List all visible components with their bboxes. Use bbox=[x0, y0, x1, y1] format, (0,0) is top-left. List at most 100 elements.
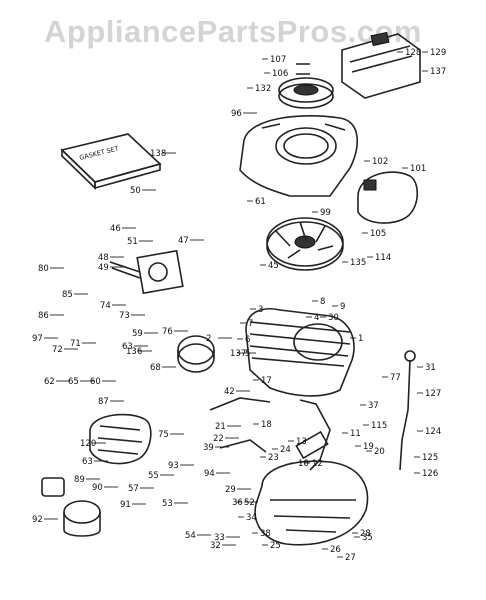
part-callout-136: 136 bbox=[126, 347, 142, 357]
muffler-shield-assembly bbox=[341, 31, 421, 99]
part-callout-32: 32 bbox=[210, 541, 221, 551]
part-callout-7: 7 bbox=[248, 319, 253, 329]
part-callout-120: 120 bbox=[80, 439, 96, 449]
engine-block bbox=[245, 308, 355, 397]
part-callout-34: 34 bbox=[246, 513, 257, 523]
part-callout-72: 72 bbox=[52, 345, 63, 355]
part-callout-24: 24 bbox=[280, 445, 291, 455]
part-callout-75: 75 bbox=[158, 430, 169, 440]
part-callout-19: 19 bbox=[363, 442, 374, 452]
part-callout-63: 63 bbox=[82, 457, 93, 467]
part-callout-85: 85 bbox=[62, 290, 73, 300]
part-callout-53: 53 bbox=[162, 499, 173, 509]
part-callout-9: 9 bbox=[340, 302, 345, 312]
governor-linkage bbox=[209, 397, 271, 453]
part-callout-35: 35 bbox=[362, 533, 373, 543]
part-callout-45: 45 bbox=[268, 261, 279, 271]
part-callout-107: 107 bbox=[270, 55, 286, 65]
part-callout-49: 49 bbox=[98, 263, 109, 273]
part-callout-3: 3 bbox=[258, 305, 263, 315]
part-callout-99: 99 bbox=[320, 208, 331, 218]
air-filter-cover bbox=[357, 171, 419, 224]
part-callout-29: 29 bbox=[225, 485, 236, 495]
gasket-set-label: GASKET SET bbox=[79, 144, 120, 161]
part-callout-124: 124 bbox=[425, 427, 441, 437]
part-callout-11: 11 bbox=[350, 429, 361, 439]
part-callout-2: 2 bbox=[206, 334, 211, 344]
part-callout-30: 30 bbox=[328, 313, 339, 323]
part-callout-105: 105 bbox=[370, 229, 386, 239]
part-callout-93: 93 bbox=[168, 461, 179, 471]
part-callout-33: 33 bbox=[214, 533, 225, 543]
part-callout-65: 65 bbox=[68, 377, 79, 387]
leader-lines bbox=[44, 51, 428, 558]
part-callout-12: 12 bbox=[312, 459, 323, 469]
part-callout-77: 77 bbox=[390, 373, 401, 383]
part-callout-125: 125 bbox=[422, 453, 438, 463]
part-callout-46: 46 bbox=[110, 224, 121, 234]
part-callout-73: 73 bbox=[119, 311, 130, 321]
part-callout-42: 42 bbox=[224, 387, 235, 397]
part-callout-97: 97 bbox=[32, 334, 43, 344]
part-callout-26: 26 bbox=[330, 545, 341, 555]
air-cleaner-element bbox=[89, 413, 152, 465]
part-callout-1: 1 bbox=[358, 334, 363, 344]
part-callout-31: 31 bbox=[425, 363, 436, 373]
part-callout-37: 37 bbox=[368, 401, 379, 411]
part-callout-126: 126 bbox=[422, 469, 438, 479]
part-callout-36: 36 bbox=[232, 498, 243, 508]
part-callout-51: 51 bbox=[127, 237, 138, 247]
part-callout-106: 106 bbox=[272, 69, 288, 79]
part-callout-102: 102 bbox=[372, 157, 388, 167]
part-callout-76: 76 bbox=[162, 327, 173, 337]
part-callout-47: 47 bbox=[178, 236, 189, 246]
part-callout-138: 138 bbox=[150, 149, 166, 159]
part-callout-96: 96 bbox=[231, 109, 242, 119]
part-callout-68: 68 bbox=[150, 363, 161, 373]
part-callout-57: 57 bbox=[128, 484, 139, 494]
part-callout-114: 114 bbox=[375, 253, 391, 263]
part-callout-52: 52 bbox=[244, 498, 255, 508]
part-callout-17: 17 bbox=[261, 376, 272, 386]
part-callout-27: 27 bbox=[345, 553, 356, 563]
part-callout-89: 89 bbox=[74, 475, 85, 485]
bracket bbox=[41, 477, 65, 497]
part-callout-80: 80 bbox=[38, 264, 49, 274]
part-callout-54: 54 bbox=[185, 531, 196, 541]
part-callout-61: 61 bbox=[255, 197, 266, 207]
part-callout-63: 63 bbox=[122, 342, 133, 352]
part-callout-4: 4 bbox=[314, 313, 319, 323]
carburetor bbox=[109, 249, 184, 295]
flywheel bbox=[266, 217, 344, 271]
part-callout-132: 132 bbox=[255, 84, 271, 94]
part-callout-129: 129 bbox=[430, 48, 446, 58]
watermark-text: AppliancePartsPros.com bbox=[44, 14, 422, 49]
part-callout-10: 10 bbox=[298, 459, 309, 469]
part-callout-39: 39 bbox=[203, 443, 214, 453]
part-callout-101: 101 bbox=[410, 164, 426, 174]
part-callout-59: 59 bbox=[132, 329, 143, 339]
part-callout-22: 22 bbox=[213, 434, 224, 444]
dipstick-tube bbox=[399, 350, 416, 471]
muffler bbox=[63, 500, 101, 537]
part-callout-115: 115 bbox=[371, 421, 387, 431]
part-callout-38: 38 bbox=[260, 529, 271, 539]
crankshaft bbox=[295, 399, 331, 471]
part-callout-94: 94 bbox=[204, 469, 215, 479]
gasket-set-package: GASKET SET bbox=[60, 133, 162, 190]
part-callout-71: 71 bbox=[70, 339, 81, 349]
part-callout-23: 23 bbox=[268, 453, 279, 463]
part-callout-137: 137 bbox=[430, 67, 446, 77]
part-callout-135: 135 bbox=[350, 258, 366, 268]
part-callout-86: 86 bbox=[38, 311, 49, 321]
part-callout-62: 62 bbox=[44, 377, 55, 387]
part-callout-91: 91 bbox=[120, 500, 131, 510]
part-callout-137: 137 bbox=[230, 349, 246, 359]
crankcase-sump bbox=[254, 460, 369, 546]
part-callout-127: 127 bbox=[425, 389, 441, 399]
part-callout-87: 87 bbox=[98, 397, 109, 407]
part-callout-48: 48 bbox=[98, 253, 109, 263]
part-callout-74: 74 bbox=[100, 301, 111, 311]
